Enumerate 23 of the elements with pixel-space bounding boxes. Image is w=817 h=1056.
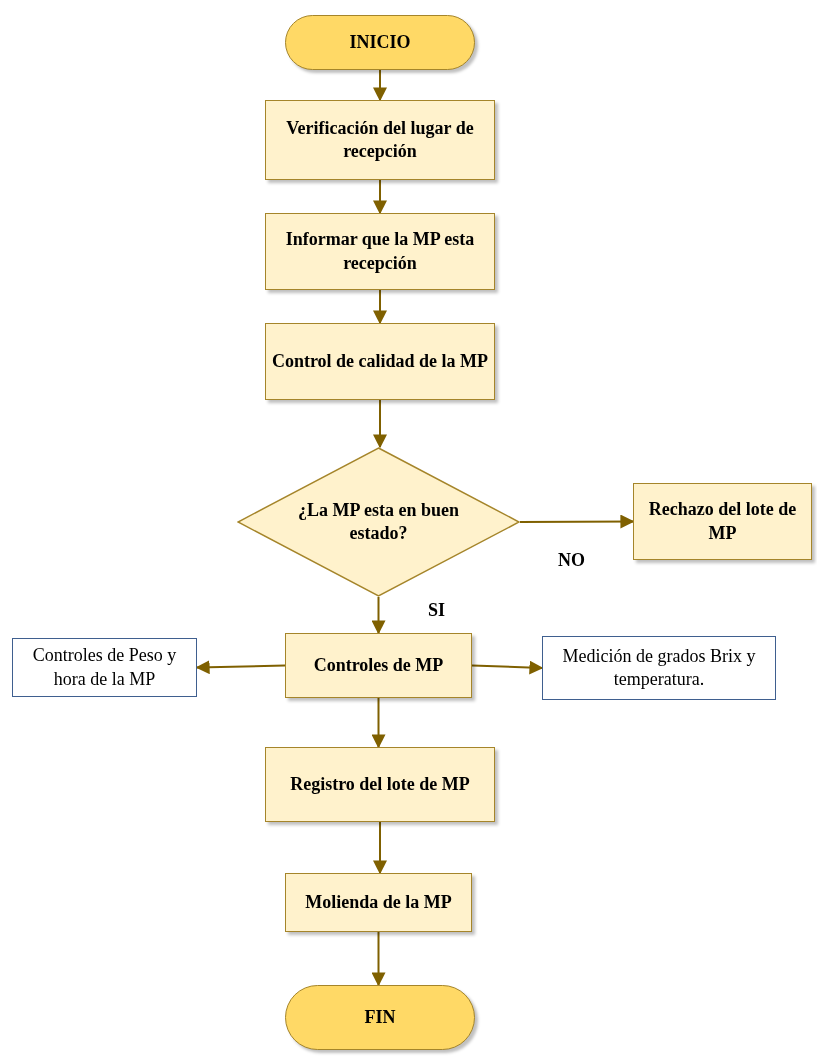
terminator-shape: FIN — [285, 985, 475, 1050]
process-box: Registro del lote de MP — [265, 747, 495, 822]
arrow — [519, 514, 635, 529]
decision-text: ¿La MP esta en buen estado? — [297, 498, 460, 545]
note-box: Medición de grados Brix y temperatura. — [542, 636, 776, 700]
arrow — [373, 179, 387, 215]
arrow — [471, 660, 544, 675]
process-box: Rechazo del lote de MP — [633, 483, 812, 560]
process-box: Molienda de la MP — [285, 873, 472, 932]
arrow — [371, 596, 386, 635]
note-box: Controles de Peso y hora de la MP — [12, 638, 197, 697]
arrow — [373, 399, 387, 449]
arrow — [371, 697, 386, 749]
process-box: Control de calidad de la MP — [265, 323, 495, 400]
arrow — [373, 821, 387, 875]
arrow — [373, 289, 387, 325]
process-box: Informar que la MP esta recepción — [265, 213, 495, 290]
process-box: Controles de MP — [285, 633, 472, 698]
arrow — [371, 931, 386, 987]
terminator-shape: INICIO — [285, 15, 475, 70]
arrow — [373, 69, 387, 102]
process-box: Verificación del lugar de recepción — [265, 100, 495, 180]
arrow — [195, 660, 286, 675]
